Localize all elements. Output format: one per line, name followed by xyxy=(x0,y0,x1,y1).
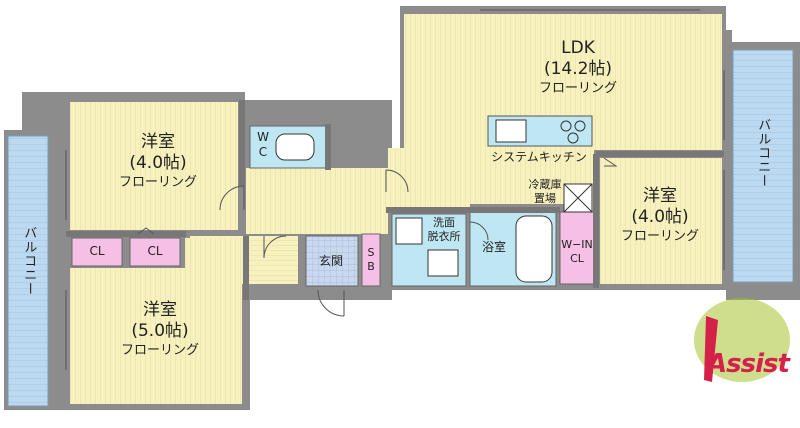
ldk-size: (14.2帖) xyxy=(543,59,613,80)
west-top-size: (4.0帖) xyxy=(129,153,187,174)
ldk-upper xyxy=(458,14,708,54)
washroom-label: 洗面 脱衣所 xyxy=(427,216,461,243)
wicl-label: W−IN CL xyxy=(561,238,593,265)
west-bottom-upper xyxy=(185,238,242,272)
kitchen-sink xyxy=(495,119,527,143)
west-bottom-floor-type: フローリング xyxy=(120,342,199,358)
stove-burner xyxy=(560,120,572,132)
ldk-label: LDK (14.2帖) フローリング xyxy=(518,38,638,97)
doors xyxy=(137,157,618,317)
closet-2-label: CL xyxy=(147,244,163,258)
west-right-label: 洋室 (4.0帖) フローリング xyxy=(600,186,720,245)
windows xyxy=(65,9,725,370)
west-top-floor-type: フローリング xyxy=(118,174,197,190)
bathtub xyxy=(515,215,553,283)
west-right-name: 洋室 xyxy=(643,186,677,206)
kitchen-label: システムキッチン xyxy=(491,150,587,164)
west-right-size: (4.0帖) xyxy=(631,207,689,228)
ldk-floor-type: フローリング xyxy=(538,80,617,96)
closet-1 xyxy=(71,237,123,267)
closet-1-label: CL xyxy=(89,244,105,258)
stove-burner xyxy=(574,120,586,132)
bath-label: 浴室 xyxy=(481,240,506,254)
ldk-name: LDK xyxy=(561,38,595,58)
fridge-label: 冷蔵庫 置場 xyxy=(528,178,562,205)
west-bottom-label: 洋室 (5.0帖) フローリング xyxy=(100,300,220,359)
interior-walls xyxy=(66,100,724,300)
west-bottom-size: (5.0帖) xyxy=(131,321,189,342)
balcony-left xyxy=(7,135,49,407)
closet-2 xyxy=(129,237,181,267)
balcony-right-label: バルコニー xyxy=(755,118,771,188)
hallway-floor xyxy=(246,168,388,234)
west-top-name: 洋室 xyxy=(141,132,175,152)
sb-label: S B xyxy=(367,246,375,273)
wc-label: W C xyxy=(257,130,269,159)
sb-storage xyxy=(361,233,381,287)
west-top-label: 洋室 (4.0帖) フローリング xyxy=(98,132,218,191)
balcony-right xyxy=(732,49,794,283)
west-right-floor-type: フローリング xyxy=(620,228,699,244)
west-right-floor xyxy=(600,158,722,284)
sink xyxy=(427,249,459,277)
west-bottom-floor xyxy=(70,268,242,404)
west-bottom-name: 洋室 xyxy=(143,300,177,320)
west-top-floor xyxy=(70,102,238,230)
stove-burner xyxy=(567,132,579,144)
assist-logo xyxy=(694,298,790,382)
entrance-label: 玄関 xyxy=(318,254,343,268)
logo-text: Assist xyxy=(707,349,790,379)
entrance-floor xyxy=(305,235,359,287)
washer xyxy=(395,217,423,245)
toilet-fixture xyxy=(275,133,315,161)
balcony-left-label: バルコニー xyxy=(21,226,37,296)
